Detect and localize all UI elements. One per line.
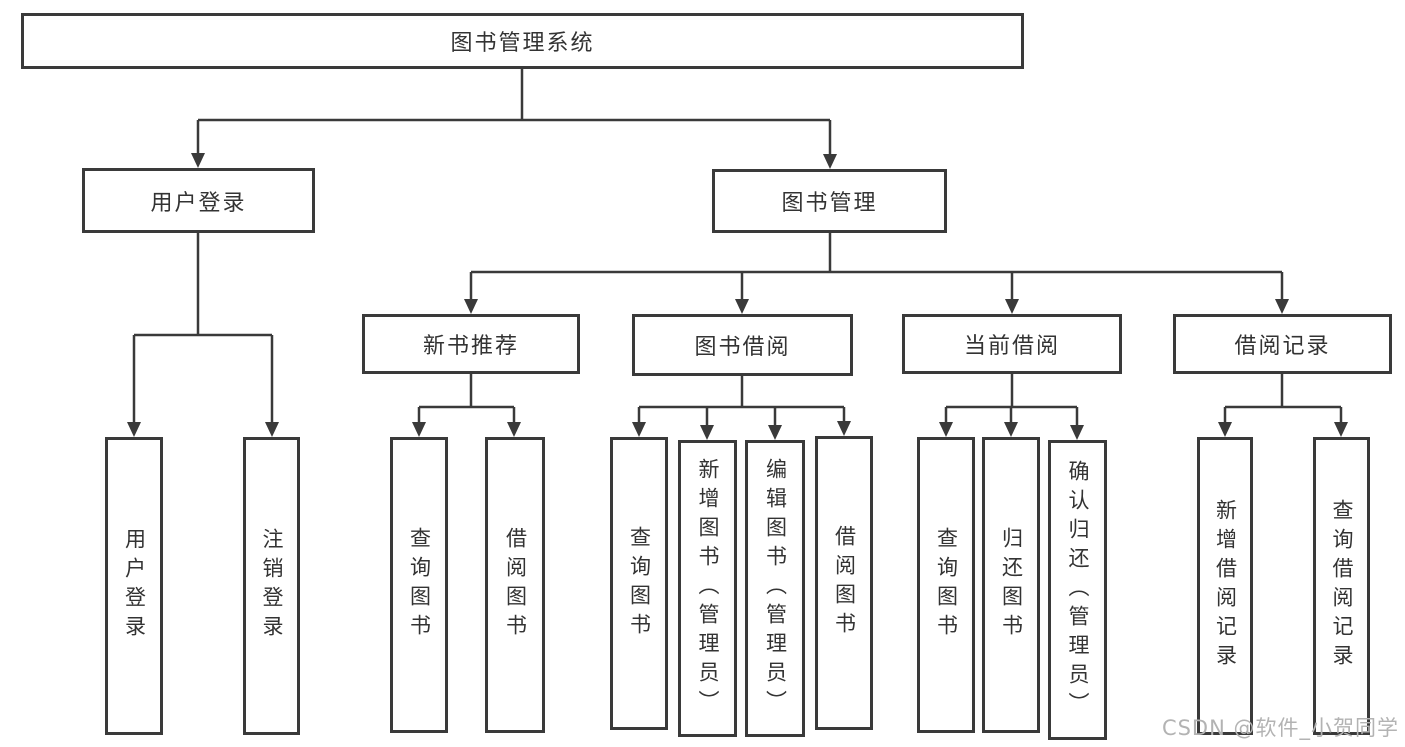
leaf-user-login-label: 用户登录 (122, 528, 147, 644)
leaf-borrowing-borrow: 借阅图书 (815, 436, 873, 730)
node-user-login-label: 用户登录 (150, 190, 247, 216)
node-borrow-records-label: 借阅记录 (1234, 334, 1331, 359)
leaf-logout: 注销登录 (243, 437, 300, 735)
leaf-borrowing-add-admin: 新增图书（管理员） (678, 440, 737, 737)
node-new-book-recommend-label: 新书推荐 (422, 334, 519, 359)
node-current-borrowing: 当前借阅 (902, 314, 1122, 374)
leaf-current-query: 查询图书 (917, 437, 975, 733)
leaf-records-add: 新增借阅记录 (1197, 437, 1253, 735)
node-borrow-records: 借阅记录 (1173, 314, 1392, 374)
leaf-current-return: 归还图书 (982, 437, 1040, 733)
leaf-borrowing-add-admin-label: 新增图书（管理员） (696, 458, 720, 719)
leaf-borrowing-query: 查询图书 (610, 437, 668, 730)
node-current-borrowing-label: 当前借阅 (963, 334, 1060, 359)
leaf-newbooks-query-label: 查询图书 (407, 527, 432, 643)
node-book-borrowing: 图书借阅 (632, 314, 853, 376)
csdn-watermark: CSDN @软件_小贺同学 (1161, 716, 1399, 740)
leaf-current-query-label: 查询图书 (934, 527, 959, 643)
leaf-newbooks-query: 查询图书 (390, 437, 448, 733)
node-book-management-label: 图书管理 (781, 191, 878, 216)
node-new-book-recommend: 新书推荐 (362, 314, 580, 374)
leaf-records-query-label: 查询借阅记录 (1330, 499, 1354, 673)
leaf-logout-label: 注销登录 (260, 528, 284, 644)
node-book-borrowing-label: 图书借阅 (694, 335, 791, 360)
leaf-records-add-label: 新增借阅记录 (1213, 499, 1238, 673)
leaf-user-login: 用户登录 (105, 437, 163, 735)
leaf-current-return-label: 归还图书 (999, 527, 1024, 643)
node-root-label: 图书管理系统 (450, 31, 595, 56)
leaf-current-confirm-return-admin: 确认归还（管理员） (1048, 440, 1107, 740)
node-book-management: 图书管理 (712, 169, 947, 233)
leaf-borrowing-query-label: 查询图书 (627, 525, 652, 642)
leaf-newbooks-borrow: 借阅图书 (485, 437, 545, 733)
leaf-borrowing-borrow-label: 借阅图书 (832, 525, 857, 641)
leaf-newbooks-borrow-label: 借阅图书 (503, 527, 528, 643)
leaf-borrowing-edit-admin-label: 编辑图书（管理员） (763, 458, 788, 719)
node-root: 图书管理系统 (21, 13, 1024, 69)
node-user-login: 用户登录 (82, 168, 315, 233)
leaf-current-confirm-return-admin-label: 确认归还（管理员） (1066, 459, 1090, 721)
leaf-records-query: 查询借阅记录 (1313, 437, 1370, 735)
leaf-borrowing-edit-admin: 编辑图书（管理员） (745, 440, 805, 737)
